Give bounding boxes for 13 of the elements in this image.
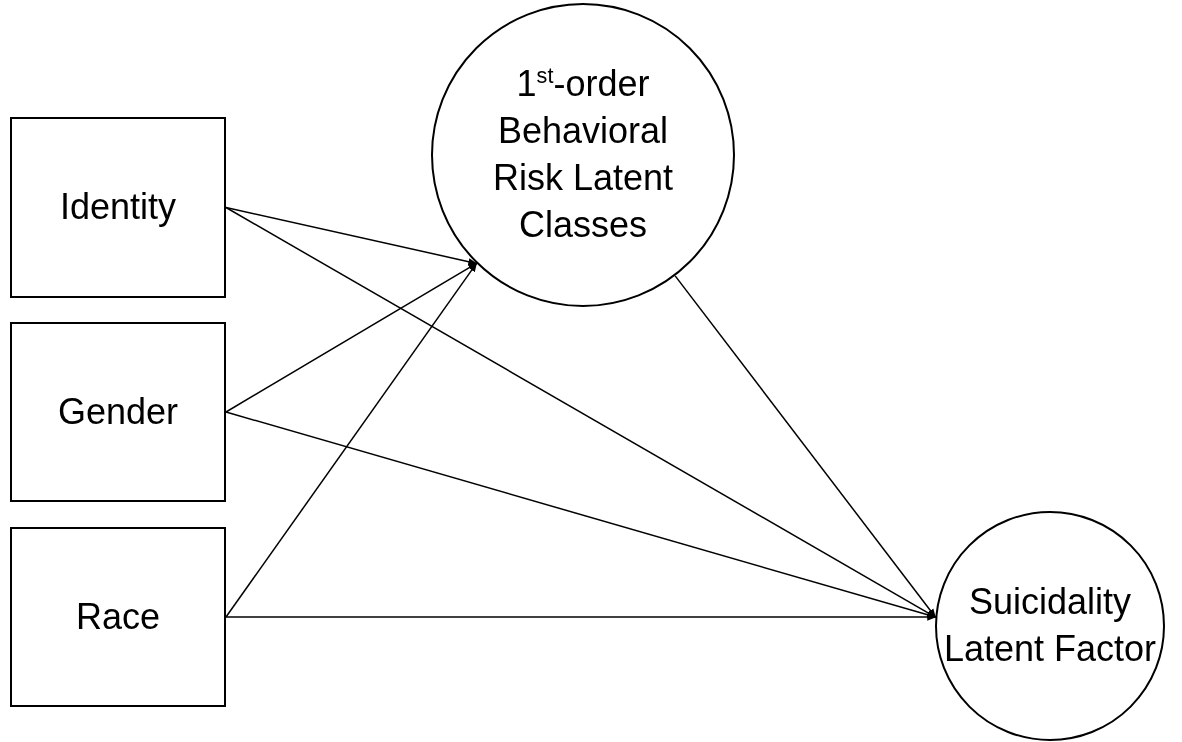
- node-label: Race: [75, 594, 160, 639]
- node-label: Gender: [57, 389, 179, 434]
- arrow: [225, 262, 478, 618]
- node-label: Suicidality Latent Factor: [942, 580, 1158, 671]
- arrow: [225, 262, 478, 413]
- observed-variable-box: [10, 117, 226, 298]
- node-label: Identity: [59, 185, 177, 230]
- node-label: 1$^{st}$-order Behavioral Risk Latent Classes: [491, 62, 675, 247]
- observed-variable-box: [10, 322, 226, 502]
- observed-variable-box: [10, 527, 226, 707]
- arrow: [674, 275, 937, 618]
- arrow: [225, 206, 478, 266]
- arrow: [225, 613, 937, 621]
